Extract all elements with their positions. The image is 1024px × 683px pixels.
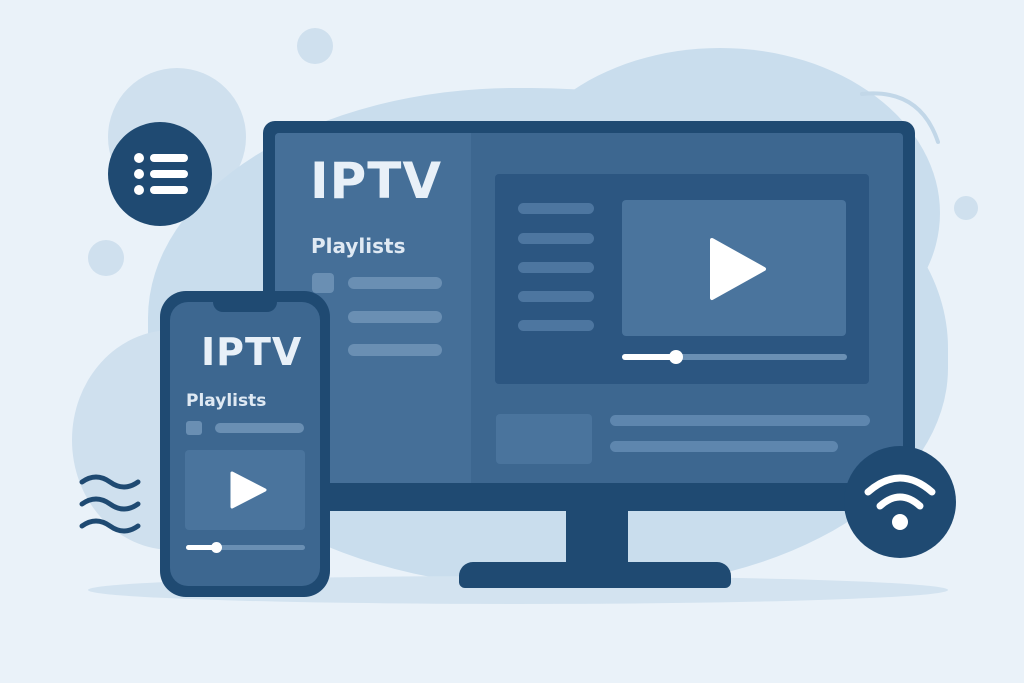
tv-playlist-item[interactable] <box>348 311 442 323</box>
wifi-icon <box>864 474 936 530</box>
arc-decoration <box>860 91 940 144</box>
bg-dot-right <box>954 196 978 220</box>
phone-notch <box>213 300 277 312</box>
tv-stand-base <box>459 562 731 588</box>
phone-playlist-checkbox[interactable] <box>186 421 202 435</box>
tv-channel-item[interactable] <box>518 262 594 273</box>
phone-progress-knob[interactable] <box>210 542 222 553</box>
wave-icon <box>79 474 141 534</box>
wifi-badge <box>844 446 956 558</box>
tv-progress-fill <box>622 354 676 360</box>
tv-description-line <box>610 441 838 452</box>
tv-playlist-checkbox[interactable] <box>312 273 334 293</box>
tv-playlists-label: Playlists <box>311 234 406 258</box>
phone-progress-fill <box>186 545 216 550</box>
tv-app-title: IPTV <box>310 152 443 210</box>
tv-playlist-item[interactable] <box>348 277 442 289</box>
tv-playlist-item[interactable] <box>348 344 442 356</box>
tv-thumbnail[interactable] <box>496 414 592 464</box>
phone-playlist-item[interactable] <box>215 423 304 433</box>
phone-playlists-label: Playlists <box>186 391 267 411</box>
tv-channel-item[interactable] <box>518 291 594 302</box>
phone-app-title: IPTV <box>201 330 303 374</box>
tv-channel-item[interactable] <box>518 203 594 214</box>
list-icon <box>134 153 188 195</box>
tv-stand-neck <box>566 506 628 566</box>
bg-blob-top-small <box>297 28 333 64</box>
play-icon[interactable] <box>228 470 268 510</box>
bg-dot-left <box>88 240 124 276</box>
tv-channel-item[interactable] <box>518 233 594 244</box>
tv-progress-knob[interactable] <box>669 350 683 364</box>
tv-progress-track[interactable] <box>622 354 847 360</box>
tv-description-line <box>610 415 870 426</box>
phone-screen <box>170 302 320 586</box>
phone-progress-track[interactable] <box>186 545 305 550</box>
play-icon[interactable] <box>706 236 768 302</box>
tv-channel-item[interactable] <box>518 320 594 331</box>
